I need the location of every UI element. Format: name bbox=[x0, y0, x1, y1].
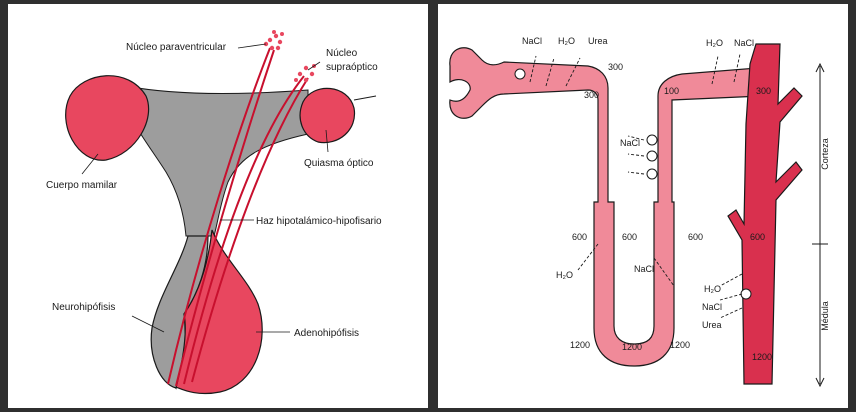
osm-interstitial-600: 600 bbox=[688, 232, 703, 242]
label-nacl-ascending: NaCl bbox=[634, 264, 654, 274]
label-neurohypophysis: Neurohipófisis bbox=[52, 302, 115, 313]
label-h2o-top-right: H₂O bbox=[706, 38, 723, 48]
label-nacl-collecting: NaCl bbox=[702, 302, 722, 312]
label-mammillary-body: Cuerpo mamilar bbox=[46, 180, 118, 191]
osm-proximal-300-a: 300 bbox=[608, 62, 623, 72]
panel-divider bbox=[428, 0, 438, 412]
mammillary-body bbox=[66, 76, 149, 161]
hypothalamus-pituitary-diagram: Núcleo paraventricular Núcleo supraóptic… bbox=[8, 4, 428, 408]
label-h2o-top-left: H₂O bbox=[558, 36, 575, 46]
label-tract: Haz hipotalámico-hipofisario bbox=[256, 216, 382, 227]
nephron-countercurrent-diagram: Corteza Médula NaCl H₂O Urea H₂O NaCl Na… bbox=[438, 4, 848, 408]
osm-loop-tip-1200: 1200 bbox=[622, 342, 642, 352]
optic-chiasm bbox=[300, 88, 354, 142]
paraventricular-nucleus-dots bbox=[264, 30, 284, 50]
osm-bottom-left-1200: 1200 bbox=[570, 340, 590, 350]
zone-label-cortex: Corteza bbox=[820, 138, 830, 170]
label-nacl-thick-ascending: NaCl bbox=[620, 138, 640, 148]
label-h2o-descending: H₂O bbox=[556, 270, 573, 280]
zone-label-medulla: Médula bbox=[820, 301, 830, 331]
transport-circles bbox=[515, 69, 751, 299]
label-nacl-top-right: NaCl bbox=[734, 38, 754, 48]
osm-bottom-right-1200: 1200 bbox=[670, 340, 690, 350]
osm-collecting-300: 300 bbox=[756, 86, 771, 96]
osm-collecting-600: 600 bbox=[750, 232, 765, 242]
label-nacl-top-left: NaCl bbox=[522, 36, 542, 46]
osm-proximal-300-b: 300 bbox=[584, 90, 599, 100]
osm-desc-600: 600 bbox=[572, 232, 587, 242]
label-urea-collecting: Urea bbox=[702, 320, 722, 330]
nephron-panel: Corteza Médula NaCl H₂O Urea H₂O NaCl Na… bbox=[438, 4, 848, 408]
osm-collecting-1200: 1200 bbox=[752, 352, 772, 362]
hypothalamus-pituitary-panel: Núcleo paraventricular Núcleo supraóptic… bbox=[8, 4, 428, 408]
osm-asc-600: 600 bbox=[622, 232, 637, 242]
zone-axis bbox=[812, 64, 828, 386]
label-urea-top-left: Urea bbox=[588, 36, 608, 46]
nephron-tubule bbox=[450, 46, 776, 366]
label-paraventricular: Núcleo paraventricular bbox=[126, 42, 227, 53]
label-h2o-collecting: H₂O bbox=[704, 284, 721, 294]
label-supraoptic-1: Núcleo bbox=[326, 48, 358, 59]
label-adenohypophysis: Adenohipófisis bbox=[294, 328, 359, 339]
label-optic-chiasm: Quiasma óptico bbox=[304, 158, 374, 169]
hypothalamus-gray-region bbox=[126, 86, 308, 236]
osm-distal-100: 100 bbox=[664, 86, 679, 96]
label-supraoptic-2: supraóptico bbox=[326, 62, 378, 73]
